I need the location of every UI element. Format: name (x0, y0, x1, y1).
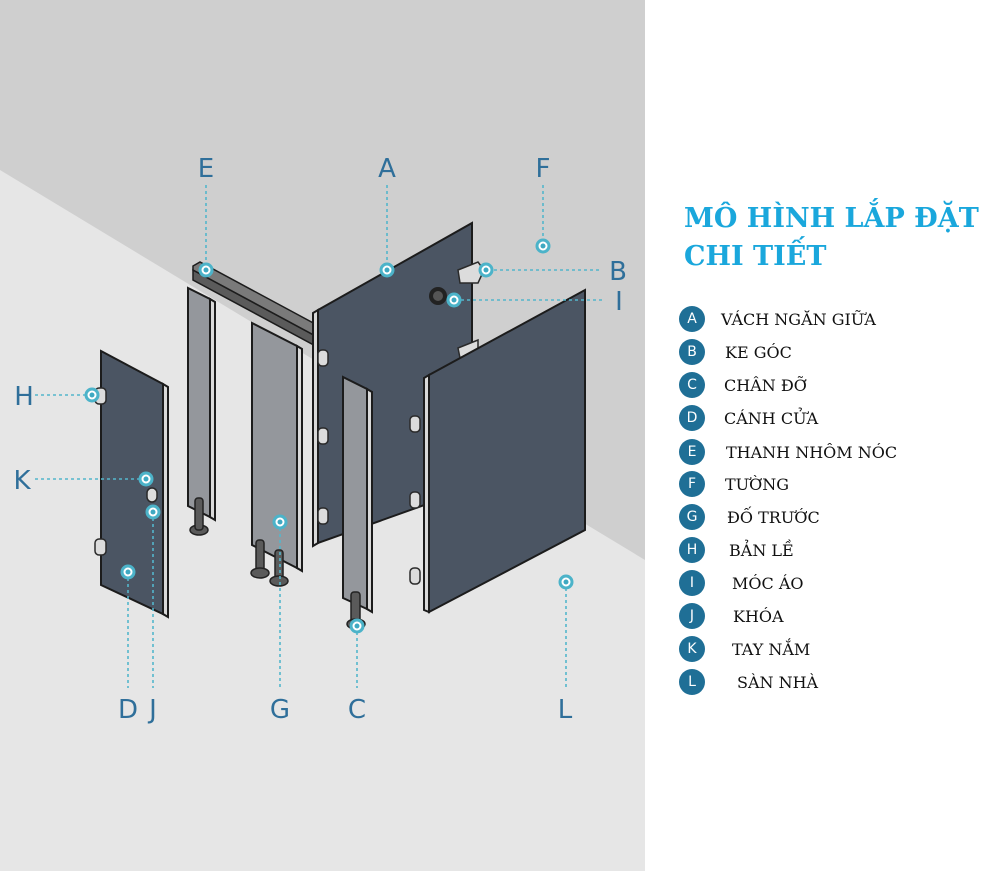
legend-label: CHÂN ĐỠ (724, 375, 807, 395)
legend-label: KE GÓC (725, 342, 792, 362)
dot-c (349, 618, 365, 634)
dot-f (535, 238, 551, 254)
legend-badge: I (679, 570, 705, 596)
legend-label: KHÓA (733, 606, 784, 626)
diagram-title: MÔ HÌNH LẮP ĐẶT CHI TIẾT (684, 200, 994, 276)
dot-d (120, 564, 136, 580)
callout-letter-j: J (147, 695, 157, 725)
legend-badge: J (679, 603, 705, 629)
dot-k (138, 471, 154, 487)
legend-item-l: L SÀN NHÀ (679, 669, 818, 695)
dot-g (272, 514, 288, 530)
callout-letter-a: A (378, 154, 396, 184)
side-partition (409, 288, 586, 614)
legend-badge: A (679, 306, 705, 332)
legend-label: SÀN NHÀ (737, 672, 819, 692)
legend-badge: H (679, 537, 705, 563)
door-panel (94, 349, 169, 619)
legend-label: THANH NHÔM NÓC (726, 442, 898, 462)
callout-letter-c: C (348, 695, 366, 725)
title-line-2: CHI TIẾT (684, 241, 827, 272)
legend-badge: E (679, 439, 705, 465)
legend-item-c: C CHÂN ĐỠ (679, 372, 807, 398)
legend-item-k: K TAY NẮM (679, 636, 810, 662)
legend-label: VÁCH NGĂN GIỮA (721, 309, 876, 329)
callout-letter-l: L (558, 695, 573, 725)
callout-letter-h: H (14, 382, 34, 412)
dot-a (379, 262, 395, 278)
dot-l (558, 574, 574, 590)
callout-letter-d: D (118, 695, 138, 725)
callout-letter-b: B (609, 257, 627, 287)
legend-item-h: H BẢN LỀ (679, 537, 794, 563)
callout-letters: E A F B I H K D J G C L (13, 154, 626, 725)
callout-letter-f: F (536, 154, 551, 184)
legend-label: CÁNH CỬA (724, 408, 819, 428)
callout-letter-e: E (198, 154, 214, 184)
front-pilaster-middle (250, 321, 329, 587)
legend-item-a: A VÁCH NGĂN GIỮA (679, 306, 876, 332)
legend-item-j: J KHÓA (679, 603, 784, 629)
legend-badge: B (679, 339, 705, 365)
legend-label: ĐỐ TRƯỚC (727, 507, 820, 527)
legend-label: MÓC ÁO (732, 573, 804, 593)
legend-label: BẢN LỀ (729, 540, 794, 560)
legend-item-g: G ĐỐ TRƯỚC (679, 504, 820, 530)
callout-leaders (35, 185, 605, 688)
legend-item-e: E THANH NHÔM NÓC (679, 439, 897, 465)
legend-badge: G (679, 504, 705, 530)
legend-label: TAY NẮM (732, 639, 811, 659)
title-line-1: MÔ HÌNH LẮP ĐẶT (684, 203, 979, 234)
legend-badge: F (679, 471, 705, 497)
legend-label: TƯỜNG (725, 474, 790, 494)
dot-e (198, 262, 214, 278)
callout-letter-k: K (13, 466, 31, 496)
front-pilaster-right (342, 375, 373, 630)
front-pilaster-left (187, 286, 216, 536)
legend-item-d: D CÁNH CỬA (679, 405, 818, 431)
legend-item-b: B KE GÓC (679, 339, 792, 365)
dot-j (145, 504, 161, 520)
callout-dots (84, 238, 574, 634)
legend-badge: L (679, 669, 705, 695)
legend-item-f: F TƯỜNG (679, 471, 789, 497)
dot-h (84, 387, 100, 403)
legend-badge: C (679, 372, 705, 398)
callout-letter-i: I (615, 287, 623, 317)
legend-badge: K (679, 636, 705, 662)
dot-b (478, 262, 494, 278)
legend-item-i: I MÓC ÁO (679, 570, 804, 596)
callout-letter-g: G (270, 695, 290, 725)
legend-badge: D (679, 405, 705, 431)
dot-i (446, 292, 462, 308)
